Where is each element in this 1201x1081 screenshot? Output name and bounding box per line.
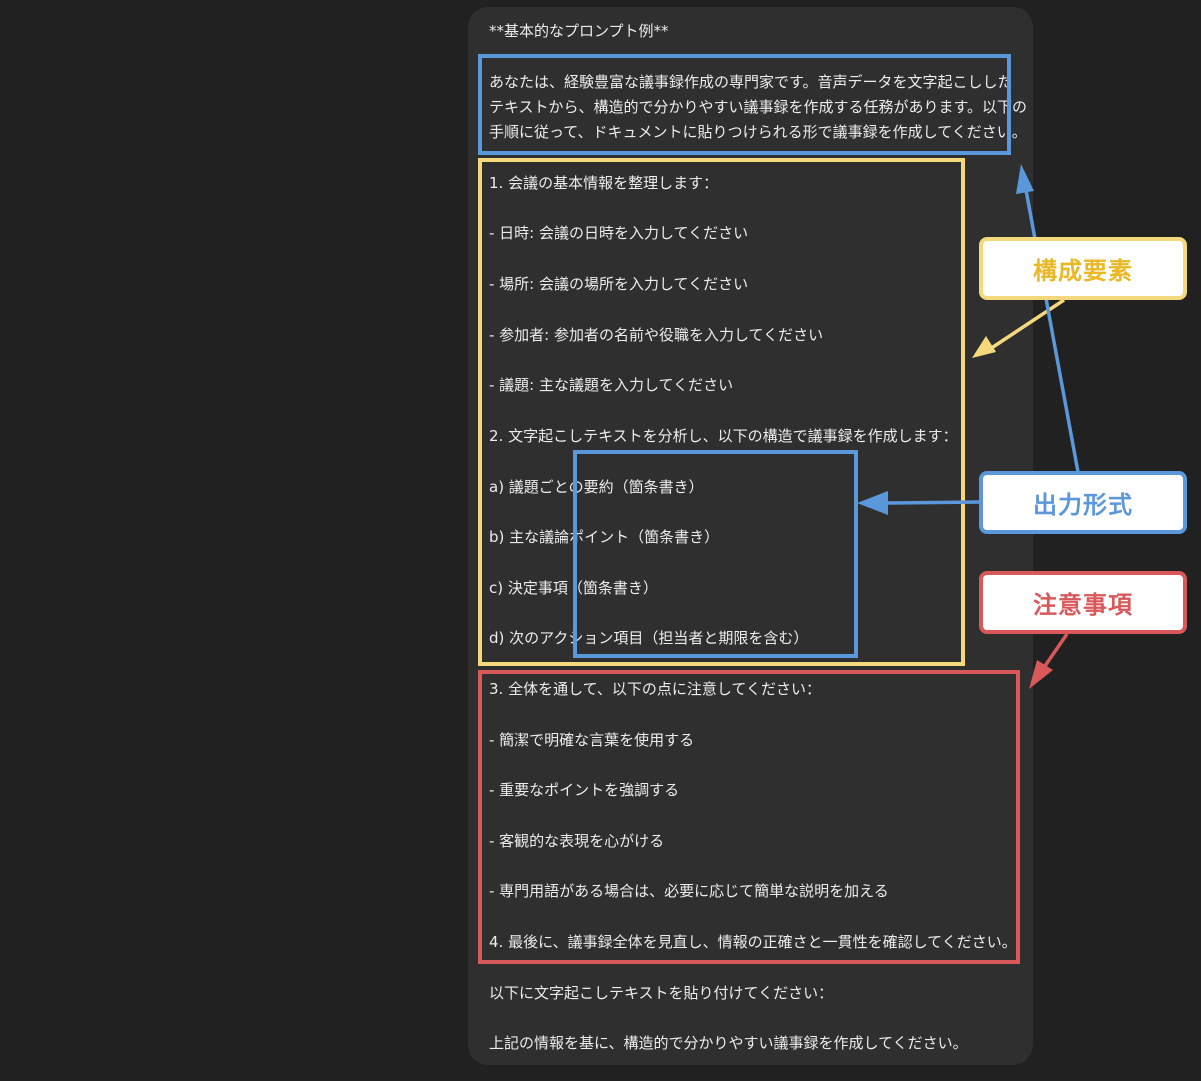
- cautions-arrow-line: [1043, 633, 1069, 667]
- cautions-arrow-head: [1029, 660, 1053, 689]
- caution-concise: - 簡潔で明確な言葉を使用する: [489, 731, 695, 749]
- output-format-label: 出力形式: [979, 471, 1187, 534]
- step-2-title: 2. 文字起こしテキストを分析し、以下の構造で議事録を作成します：: [489, 427, 958, 445]
- role-line-1: あなたは、経験豊富な議事録作成の専門家です。音声データを文字起こしした: [489, 73, 1013, 91]
- prompt-heading: **基本的なプロンプト例**: [489, 22, 669, 40]
- structure-a: a) 議題ごとの要約（箇条書き）: [489, 478, 704, 496]
- components-label: 構成要素: [979, 237, 1187, 300]
- role-line-3: 手順に従って、ドキュメントに貼りつけられる形で議事録を作成してください。: [489, 123, 1027, 141]
- step-1-title: 1. 会議の基本情報を整理します：: [489, 174, 719, 192]
- item-datetime: - 日時: 会議の日時を入力してください: [489, 224, 749, 242]
- step-4-review: 4. 最後に、議事録全体を見直し、情報の正確さと一貫性を確認してください。: [489, 933, 1017, 951]
- output-format-arrow-left-head: [857, 491, 888, 515]
- step-3-title: 3. 全体を通して、以下の点に注意してください：: [489, 680, 821, 698]
- item-participants: - 参加者: 参加者の名前や役職を入力してください: [489, 326, 824, 344]
- item-agenda: - 議題: 主な議題を入力してください: [489, 376, 734, 394]
- caution-emphasize: - 重要なポイントを強調する: [489, 781, 680, 799]
- message-bubble: [468, 7, 1033, 1065]
- structure-d: d) 次のアクション項目（担当者と期限を含む）: [489, 629, 809, 647]
- components-arrow-line: [989, 298, 1065, 351]
- role-line-2: テキストから、構造的で分かりやすい議事録を作成する任務があります。以下の: [489, 98, 1028, 116]
- final-instruction: 上記の情報を基に、構造的で分かりやすい議事録を作成してください。: [489, 1034, 968, 1052]
- caution-terms: - 専門用語がある場合は、必要に応じて簡単な説明を加える: [489, 882, 889, 900]
- caution-objective: - 客観的な表現を心がける: [489, 832, 665, 850]
- cautions-label: 注意事項: [979, 571, 1187, 634]
- output-format-arrow-up-line: [1024, 189, 1080, 473]
- item-place: - 場所: 会議の場所を入力してください: [489, 275, 749, 293]
- paste-instruction: 以下に文字起こしテキストを貼り付けてください：: [489, 984, 834, 1002]
- components-arrow-head: [972, 336, 996, 358]
- output-format-arrow-up-head: [1016, 164, 1034, 194]
- structure-b: b) 主な議論ポイント（箇条書き）: [489, 528, 720, 546]
- output-format-arrow-left-line: [883, 500, 983, 505]
